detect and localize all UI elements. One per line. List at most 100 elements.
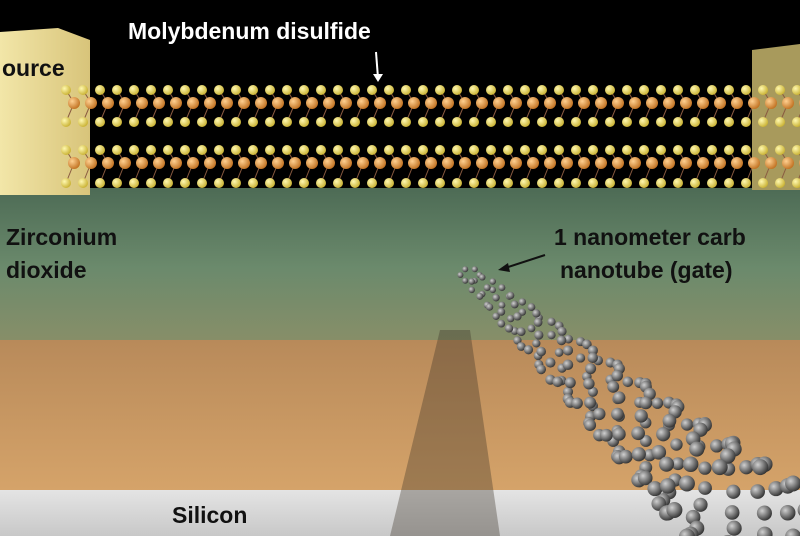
silicon-label: Silicon xyxy=(172,502,248,528)
carbon-atom xyxy=(785,528,800,536)
sulfur-atom xyxy=(333,178,343,188)
carbon-atom xyxy=(750,484,765,499)
molybdenum-atom xyxy=(510,157,522,169)
sulfur-atom xyxy=(792,178,800,188)
carbon-atom xyxy=(768,481,784,497)
carbon-atom xyxy=(462,277,469,284)
sulfur-atom xyxy=(265,145,275,155)
carbon-atom xyxy=(523,345,534,355)
molybdenum-atom xyxy=(697,157,709,169)
molybdenum-atom xyxy=(612,157,624,169)
molybdenum-atom xyxy=(663,97,675,109)
sulfur-atom xyxy=(418,178,428,188)
carbon-atom xyxy=(506,314,515,323)
sulfur-atom xyxy=(656,145,666,155)
carbon-atom xyxy=(498,284,506,292)
carbon-atom xyxy=(637,470,653,486)
molybdenum-atom xyxy=(272,157,284,169)
carbon-atom xyxy=(516,342,526,351)
carbon-atom xyxy=(562,359,574,371)
carbon-atom xyxy=(552,376,563,388)
carbon-atom xyxy=(752,459,769,476)
sulfur-atom xyxy=(690,85,700,95)
sulfur-atom xyxy=(690,145,700,155)
molybdenum-atom xyxy=(714,97,726,109)
molybdenum-atom xyxy=(493,97,505,109)
sulfur-atom xyxy=(61,145,71,155)
sulfur-atom xyxy=(622,145,632,155)
molybdenum-atom xyxy=(680,97,692,109)
molybdenum-atom xyxy=(748,97,760,109)
sulfur-atom xyxy=(401,178,411,188)
sulfur-atom xyxy=(537,145,547,155)
sulfur-atom xyxy=(95,178,105,188)
carbon-atom xyxy=(666,502,683,518)
molybdenum-atom xyxy=(357,157,369,169)
carbon-atom xyxy=(492,294,500,302)
molybdenum-atom xyxy=(544,157,556,169)
sulfur-atom xyxy=(554,85,564,95)
sulfur-atom xyxy=(435,145,445,155)
carbon-atom xyxy=(576,353,586,363)
carbon-atom xyxy=(468,286,475,294)
carbon-atom xyxy=(711,459,728,476)
sulfur-atom xyxy=(741,145,751,155)
carbon-atom xyxy=(639,396,653,410)
sulfur-atom xyxy=(792,145,800,155)
carbon-atom xyxy=(631,426,645,441)
sulfur-atom xyxy=(180,178,190,188)
molybdenum-atom xyxy=(595,97,607,109)
molybdenum-atom xyxy=(170,97,182,109)
molybdenum-atom xyxy=(680,157,692,169)
sulfur-atom xyxy=(452,145,462,155)
sulfur-atom xyxy=(775,145,785,155)
sulfur-atom xyxy=(163,117,173,127)
molybdenum-atom xyxy=(68,97,80,109)
molybdenum-atom xyxy=(85,157,97,169)
cnt-arrow-head xyxy=(498,263,510,272)
sulfur-atom xyxy=(690,178,700,188)
sulfur-atom xyxy=(367,85,377,95)
sulfur-atom xyxy=(758,117,768,127)
carbon-atom xyxy=(457,272,464,278)
sulfur-atom xyxy=(707,178,717,188)
zirconium-dioxide-layer xyxy=(0,188,800,348)
carbon-atom xyxy=(613,391,626,404)
sulfur-atom xyxy=(197,145,207,155)
molybdenum-atom xyxy=(561,157,573,169)
carbon-atom xyxy=(471,266,478,273)
sulfur-atom xyxy=(95,117,105,127)
sulfur-atom xyxy=(367,117,377,127)
sulfur-atom xyxy=(265,117,275,127)
sulfur-atom xyxy=(316,178,326,188)
sulfur-atom xyxy=(588,117,598,127)
sulfur-atom xyxy=(214,117,224,127)
sulfur-atom xyxy=(163,145,173,155)
carbon-atom xyxy=(583,377,595,390)
sulfur-atom xyxy=(571,145,581,155)
sulfur-atom xyxy=(520,85,530,95)
molybdenum-atom xyxy=(204,97,216,109)
molybdenum-atom xyxy=(153,97,165,109)
sulfur-atom xyxy=(78,85,88,95)
molybdenum-atom xyxy=(289,157,301,169)
carbon-atom xyxy=(670,438,683,451)
carbon-atom xyxy=(689,441,705,457)
carbon-atom xyxy=(585,363,597,375)
sulfur-atom xyxy=(554,178,564,188)
molybdenum-atom xyxy=(221,157,233,169)
molybdenum-atom xyxy=(442,157,454,169)
sulfur-atom xyxy=(316,145,326,155)
sulfur-atom xyxy=(129,178,139,188)
sulfur-atom xyxy=(401,145,411,155)
sulfur-atom xyxy=(333,117,343,127)
molybdenum-atom xyxy=(527,157,539,169)
sulfur-atom xyxy=(724,117,734,127)
molybdenum-atom xyxy=(374,97,386,109)
carbon-atom xyxy=(547,330,556,340)
carbon-atom xyxy=(545,357,556,368)
sulfur-atom xyxy=(129,117,139,127)
carbon-atom xyxy=(468,278,475,285)
sulfur-atom xyxy=(690,117,700,127)
carbon-atom xyxy=(658,456,675,472)
